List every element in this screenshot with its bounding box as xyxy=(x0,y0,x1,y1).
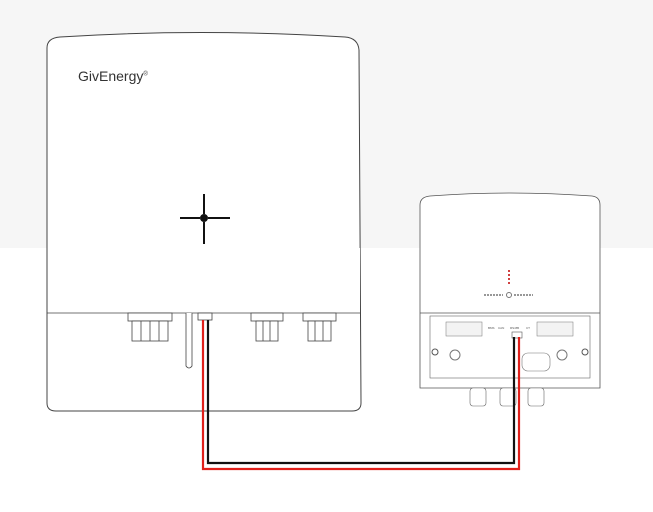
battery-glands xyxy=(469,387,545,407)
terminal-block-left xyxy=(445,321,483,337)
red-cable xyxy=(201,320,521,471)
inverter xyxy=(46,32,362,412)
black-cable xyxy=(206,320,516,465)
port-label-ct: CT xyxy=(526,326,530,330)
terminal-block-right xyxy=(536,321,574,337)
antenna xyxy=(185,313,193,369)
port-label-rs485: RS485 xyxy=(510,326,520,330)
brand-logo: GivEnergy® xyxy=(78,68,148,84)
brand-name: GivEnergy xyxy=(78,68,144,84)
mounting-crosshair-icon xyxy=(180,194,230,244)
port-label-can: CAN xyxy=(498,326,505,330)
cable-gland-3 xyxy=(302,312,337,342)
cable-gland-2 xyxy=(250,312,284,342)
comm-port xyxy=(197,312,213,321)
cable-gland-1 xyxy=(127,312,173,342)
registered-mark: ® xyxy=(143,71,148,78)
battery-unit xyxy=(419,192,601,407)
rs485-port xyxy=(511,331,523,339)
port-label-bms: BMS xyxy=(488,326,495,330)
